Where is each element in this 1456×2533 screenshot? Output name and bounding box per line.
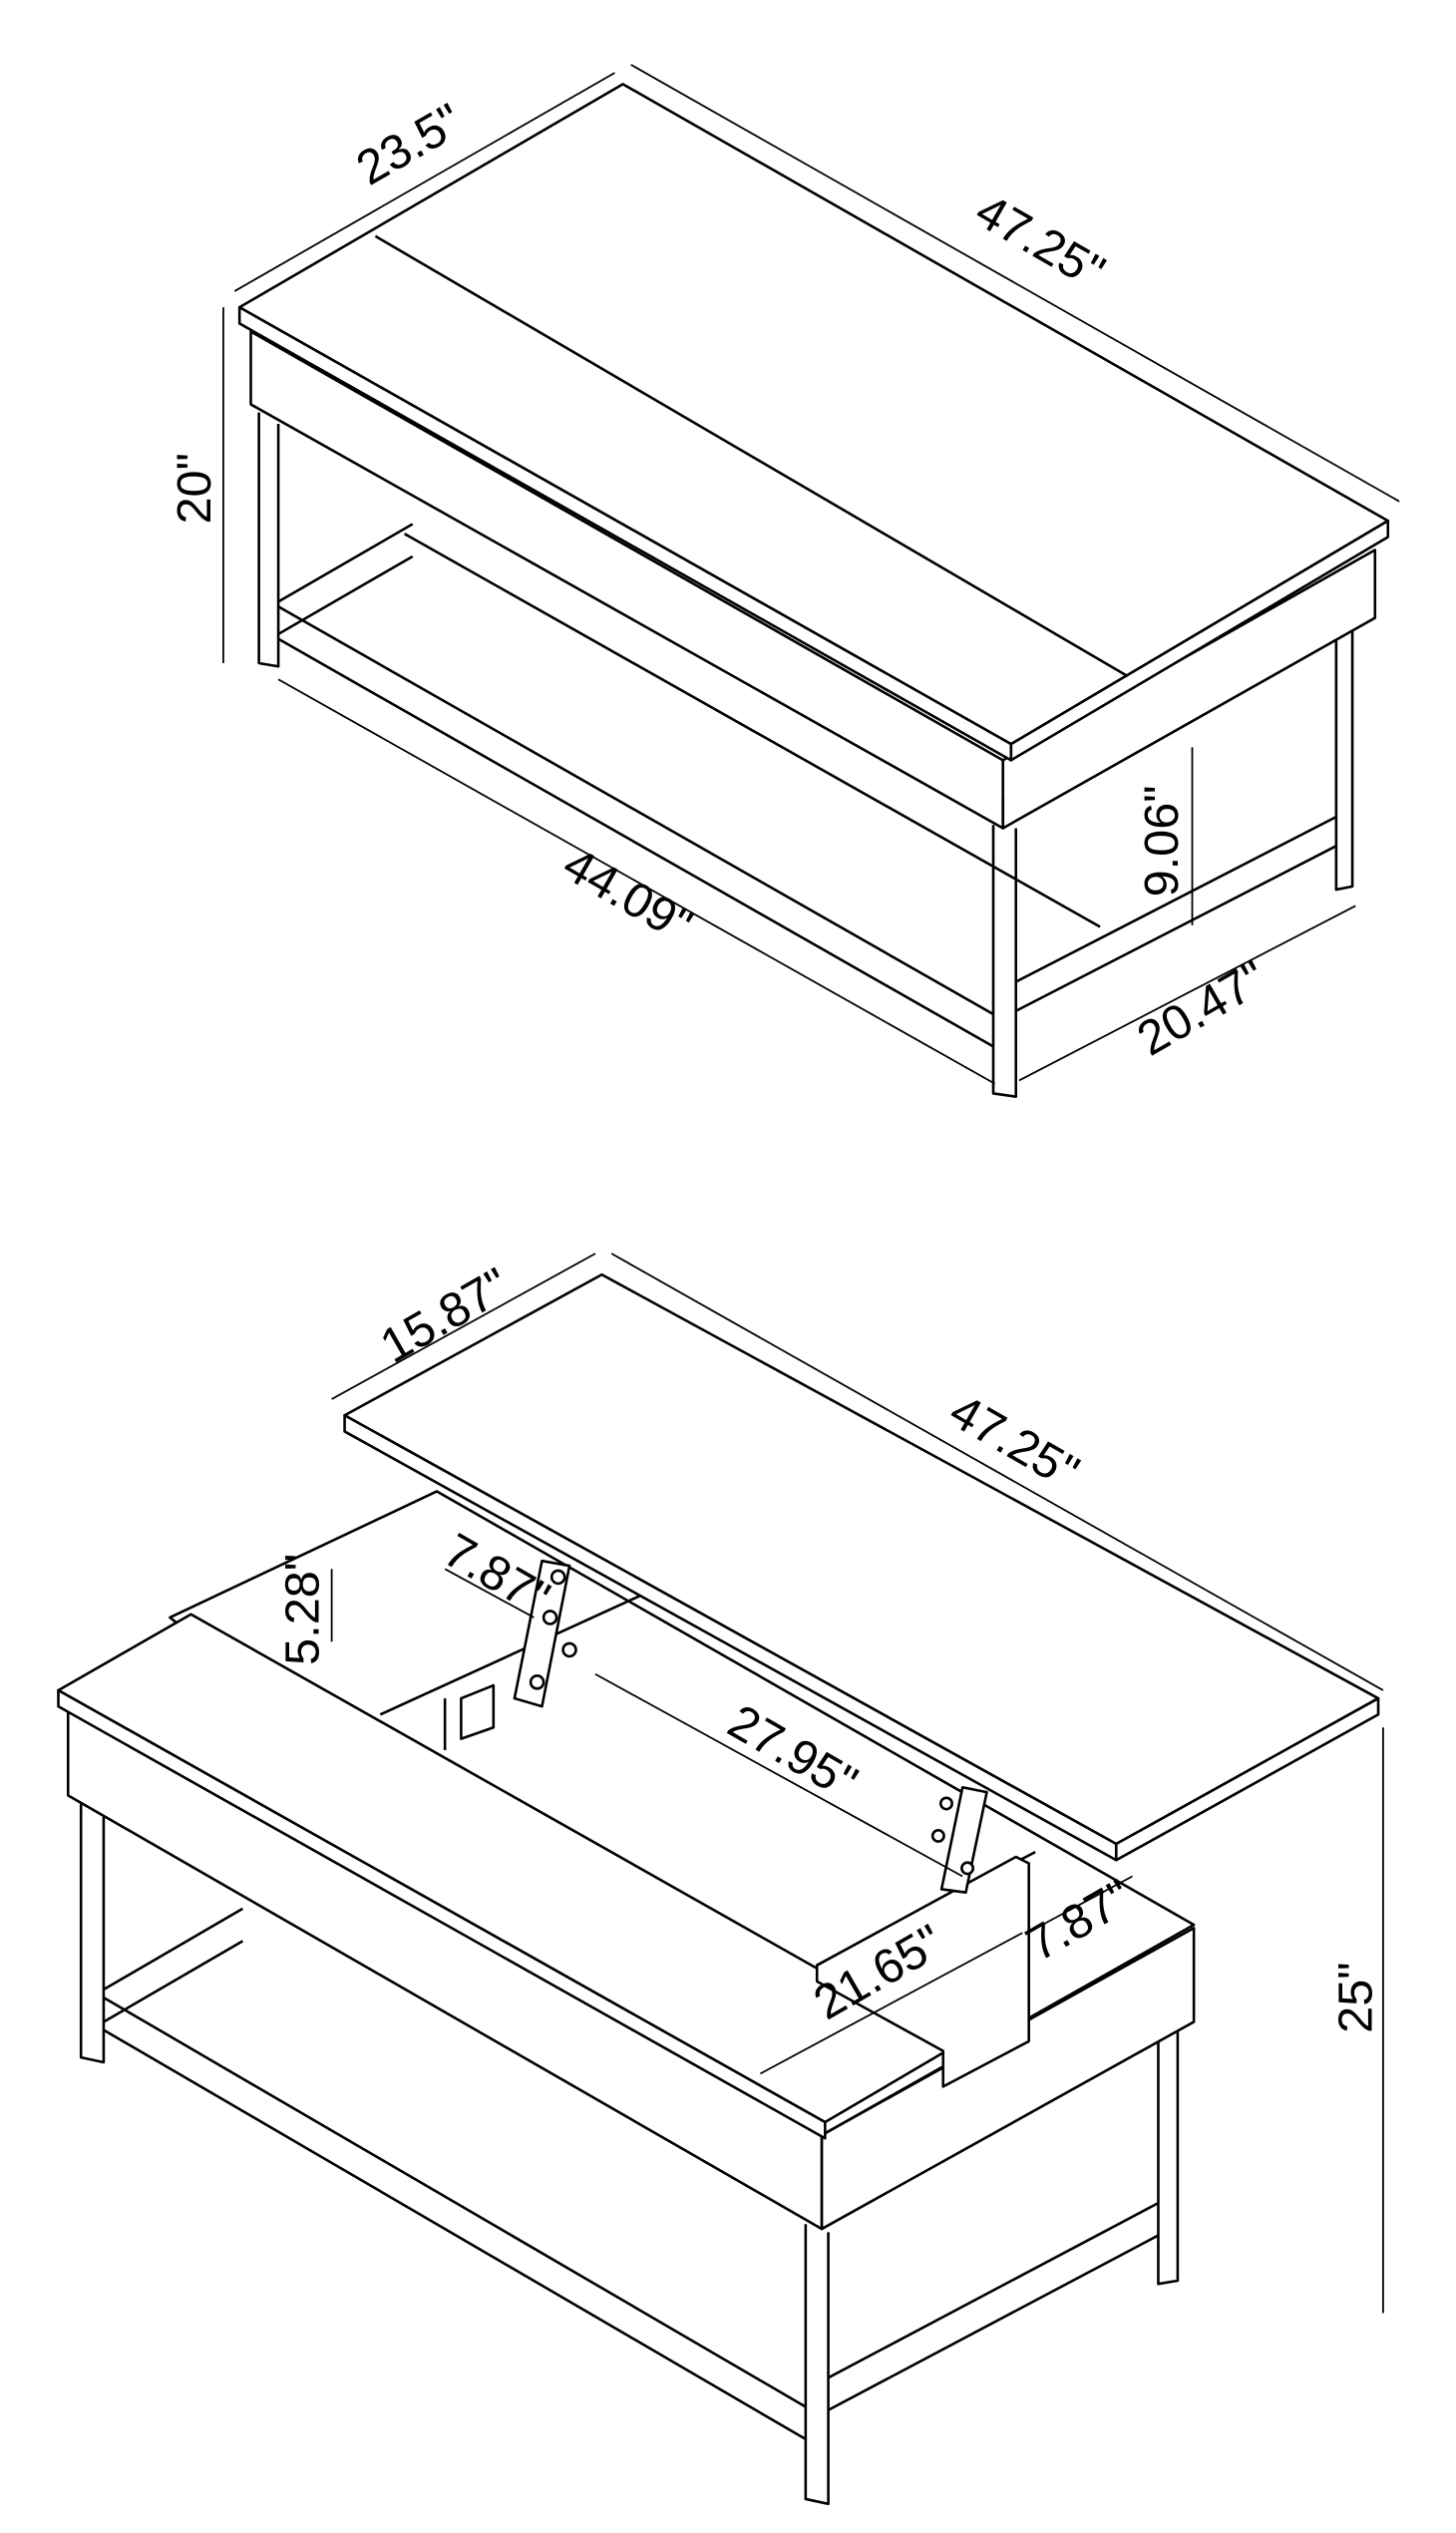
dim-depth-base: 20.47" — [1129, 950, 1275, 1066]
shelf-front-rail — [277, 605, 994, 1016]
dim-shelf-clearance: 9.06" — [1135, 785, 1189, 897]
dim-depth-top: 23.5" — [348, 94, 472, 196]
fixed-top-slab-edge — [57, 1688, 827, 2140]
lift-mechanism-left — [460, 1559, 577, 1740]
dim-line — [233, 72, 615, 292]
dim-line — [610, 1253, 1384, 1691]
compartment-divider — [379, 1584, 664, 1716]
dim-line — [1018, 905, 1356, 1082]
dim-compartment-depth: 5.28" — [276, 1554, 330, 1665]
dim-line — [594, 1672, 963, 1878]
right-leg — [1334, 620, 1354, 892]
shelf-back-rail — [403, 533, 1101, 928]
dim-line — [277, 678, 996, 1085]
closed-table-drawing: 23.5" 47.25" 20" 44.09" 9.06" 20.47" — [168, 64, 1400, 1098]
dim-line — [1026, 1875, 1133, 1935]
dim-length-top: 47.25" — [966, 183, 1113, 299]
right-leg — [1157, 2011, 1180, 2286]
shelf-side-rail — [1015, 815, 1337, 983]
box-side — [820, 1927, 1196, 2231]
left-leg — [257, 412, 280, 668]
open-table-drawing: 15.87" 47.25" 5.28" 7.87" 27.95" 7.87" 2… — [57, 1253, 1384, 2506]
shelf-front-rail — [103, 2028, 807, 2441]
shelf-side-rail — [827, 2234, 1160, 2411]
shelf-front-rail — [103, 1996, 807, 2408]
left-leg — [79, 1795, 106, 2064]
shelf-side-rail — [827, 2201, 1160, 2379]
lifted-lid-side-edge — [1114, 1696, 1380, 1862]
lift-mechanism-right — [930, 1785, 988, 1894]
dim-line — [331, 1253, 596, 1400]
front-leg — [804, 2224, 830, 2506]
shelf-front-rail-2 — [277, 637, 994, 1048]
dim-length-base: 44.09" — [554, 838, 701, 953]
dim-line — [760, 1932, 1023, 2075]
left-back-rail — [277, 523, 414, 603]
tabletop-side-edge — [1009, 519, 1390, 762]
front-leg — [991, 825, 1018, 1098]
dim-height: 20" — [168, 453, 221, 524]
right-slab — [815, 1855, 1030, 2088]
dim-line — [444, 1568, 535, 1619]
lift-top-split-line — [374, 234, 1129, 678]
shelf-side-rail-2 — [1015, 845, 1337, 1012]
shelf-rail — [103, 1907, 244, 1991]
left-back-rail-2 — [277, 554, 414, 635]
dim-line — [630, 64, 1400, 503]
shelf-rail — [103, 1940, 244, 2023]
dim-raised-height: 25" — [1329, 1962, 1383, 2032]
